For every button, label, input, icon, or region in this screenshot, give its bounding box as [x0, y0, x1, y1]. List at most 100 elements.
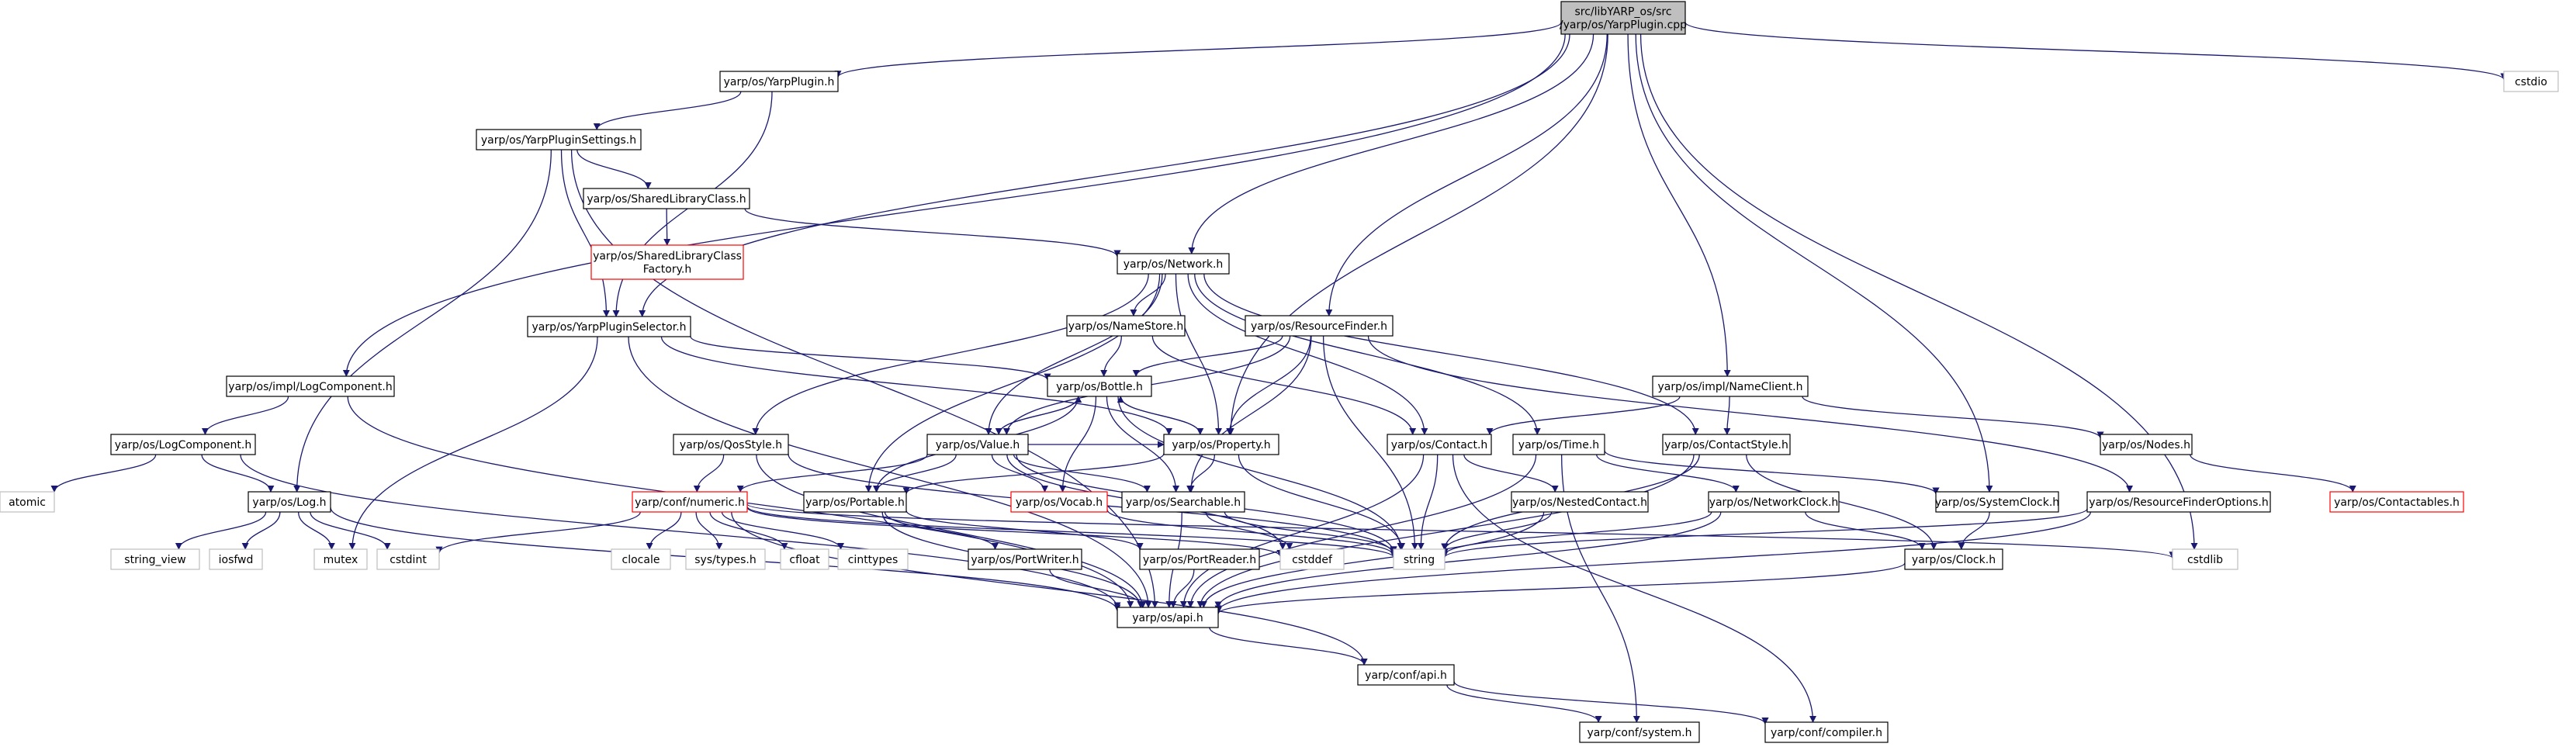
edge-searchable-to-string — [1224, 511, 1397, 554]
node-string_view[interactable]: string_view — [110, 548, 200, 570]
edge-namestore-to-bottle — [1100, 335, 1122, 377]
edge-clock-to-api — [1214, 562, 1906, 615]
node-label: cinttypes — [848, 554, 898, 566]
node-box — [1117, 253, 1230, 275]
node-box — [2503, 71, 2559, 92]
node-value[interactable]: yarp/os/Value.h — [926, 434, 1029, 455]
edge-network-to-value — [985, 273, 1163, 435]
node-nodes[interactable]: yarp/os/Nodes.h — [2100, 434, 2193, 455]
node-cstdint[interactable]: cstdint — [376, 548, 440, 570]
edge-root-to-impllogcomponent — [342, 33, 1566, 377]
edge-network-to-time — [1194, 273, 1541, 435]
node-box — [926, 434, 1029, 455]
node-sharedlibraryclass[interactable]: yarp/os/SharedLibraryClass.h — [583, 188, 750, 209]
node-box — [248, 491, 331, 513]
node-property[interactable]: yarp/os/Property.h — [1163, 434, 1279, 455]
node-box — [1579, 721, 1700, 743]
node-log[interactable]: yarp/os/Log.h — [248, 491, 331, 513]
node-label: yarp/os/Property.h — [1172, 439, 1270, 451]
node-yarppluginselector[interactable]: yarp/os/YarpPluginSelector.h — [527, 316, 691, 337]
edge-yarppluginsettings-to-api — [570, 149, 1158, 608]
node-label: yarp/os/Contactables.h — [2334, 496, 2460, 509]
node-resourcefinder[interactable]: yarp/os/ResourceFinder.h — [1245, 315, 1394, 337]
node-confcompiler[interactable]: yarp/conf/compiler.h — [1764, 721, 1889, 743]
node-searchable[interactable]: yarp/os/Searchable.h — [1121, 491, 1245, 513]
edge-searchable-to-cstddef — [1205, 511, 1293, 550]
node-portable[interactable]: yarp/os/Portable.h — [803, 491, 907, 513]
node-yarppluginsettings[interactable]: yarp/os/YarpPluginSettings.h — [476, 129, 642, 150]
node-time[interactable]: yarp/os/Time.h — [1512, 434, 1605, 455]
node-implnameclient[interactable]: yarp/os/impl/NameClient.h — [1652, 375, 1809, 397]
node-box — [2172, 548, 2238, 570]
edge-property-to-portable — [902, 453, 1165, 495]
node-box — [1047, 375, 1152, 397]
node-box — [685, 548, 766, 570]
node-cstddef[interactable]: cstddef — [1279, 548, 1345, 570]
node-yarpplugin[interactable]: yarp/os/YarpPlugin.h — [719, 71, 839, 92]
edges-layer — [50, 22, 2508, 725]
node-contactstyle[interactable]: yarp/os/ContactStyle.h — [1662, 434, 1791, 455]
node-resourcefinderoptions[interactable]: yarp/os/ResourceFinderOptions.h — [2086, 491, 2271, 513]
node-label: Factory.h — [643, 264, 691, 276]
node-confsystem[interactable]: yarp/conf/system.h — [1579, 721, 1700, 743]
node-vocab[interactable]: yarp/os/Vocab.h — [1010, 491, 1108, 513]
edge-contact-to-confcompiler — [1452, 454, 1817, 723]
node-cfloat[interactable]: cfloat — [780, 548, 829, 570]
node-qosstyle[interactable]: yarp/os/QosStyle.h — [673, 434, 789, 455]
node-nestedcontact[interactable]: yarp/os/NestedContact.h — [1511, 491, 1649, 513]
node-cinttypes[interactable]: cinttypes — [837, 548, 909, 570]
node-mutex[interactable]: mutex — [313, 548, 368, 570]
node-box — [2329, 491, 2464, 513]
node-bottle[interactable]: yarp/os/Bottle.h — [1047, 375, 1152, 397]
edge-resourcefinder-to-searchable — [1187, 335, 1312, 493]
node-atomic[interactable]: atomic — [0, 491, 55, 513]
node-networkclock[interactable]: yarp/os/NetworkClock.h — [1708, 491, 1840, 513]
node-iosfwd[interactable]: iosfwd — [209, 548, 263, 570]
node-label: yarp/os/impl/NameClient.h — [1658, 381, 1803, 393]
edge-network-to-contactstyle — [1203, 273, 1699, 435]
edge-value-to-bottle — [998, 396, 1082, 435]
node-clocale[interactable]: clocale — [611, 548, 671, 570]
edge-confnumeric-to-clocale — [646, 511, 682, 550]
node-systypes[interactable]: sys/types.h — [685, 548, 766, 570]
edge-portable-to-portwriter — [884, 511, 999, 550]
node-label: yarp/os/Portable.h — [805, 496, 905, 509]
edge-resourcefinder-to-bottle — [1132, 335, 1283, 377]
node-confnumeric[interactable]: yarp/conf/numeric.h — [632, 491, 748, 513]
edge-network-to-namestore — [1130, 273, 1166, 316]
node-clock[interactable]: yarp/os/Clock.h — [1904, 548, 2003, 570]
node-root[interactable]: src/libYARP_os/src/yarp/os/YarpPlugin.cp… — [1560, 1, 1687, 35]
node-contact[interactable]: yarp/os/Contact.h — [1387, 434, 1492, 455]
edge-namestore-to-contact — [1151, 335, 1417, 435]
node-cstdio[interactable]: cstdio — [2503, 71, 2559, 92]
edge-implnameclient-to-contactstyle — [1723, 396, 1731, 435]
edge-value-to-confnumeric — [736, 454, 928, 493]
edge-property-to-bottle — [1117, 396, 1201, 435]
node-namestore[interactable]: yarp/os/NameStore.h — [1066, 315, 1186, 337]
edge-time-to-networkclock — [1596, 454, 1740, 493]
node-confapi[interactable]: yarp/conf/api.h — [1357, 664, 1455, 686]
edge-log-to-mutex — [297, 511, 335, 550]
node-cstdlib[interactable]: cstdlib — [2172, 548, 2238, 570]
edge-log-to-cstdint — [310, 511, 391, 550]
node-label: yarp/os/ResourceFinderOptions.h — [2089, 496, 2268, 509]
edge-confapi-to-confsystem — [1446, 684, 1602, 723]
node-portwriter[interactable]: yarp/os/PortWriter.h — [968, 548, 1082, 570]
edge-value-to-vocab — [991, 454, 1049, 493]
node-label: yarp/os/Log.h — [252, 496, 326, 509]
node-box — [476, 129, 642, 150]
node-portreader[interactable]: yarp/os/PortReader.h — [1139, 548, 1260, 570]
node-systemclock[interactable]: yarp/os/SystemClock.h — [1935, 491, 2059, 513]
edge-contact-to-nestedcontact — [1463, 454, 1559, 493]
node-label: sys/types.h — [694, 554, 756, 566]
node-string[interactable]: string — [1393, 548, 1446, 570]
node-logcomponent[interactable]: yarp/os/LogComponent.h — [110, 434, 256, 455]
node-contactables[interactable]: yarp/os/Contactables.h — [2329, 491, 2464, 513]
node-label: string_view — [124, 554, 185, 566]
node-network[interactable]: yarp/os/Network.h — [1117, 253, 1230, 275]
node-impllogcomponent[interactable]: yarp/os/impl/LogComponent.h — [226, 375, 395, 397]
node-api[interactable]: yarp/os/api.h — [1117, 607, 1219, 628]
edge-portwriter-to-api — [1049, 569, 1147, 608]
node-label: yarp/conf/api.h — [1365, 669, 1447, 682]
